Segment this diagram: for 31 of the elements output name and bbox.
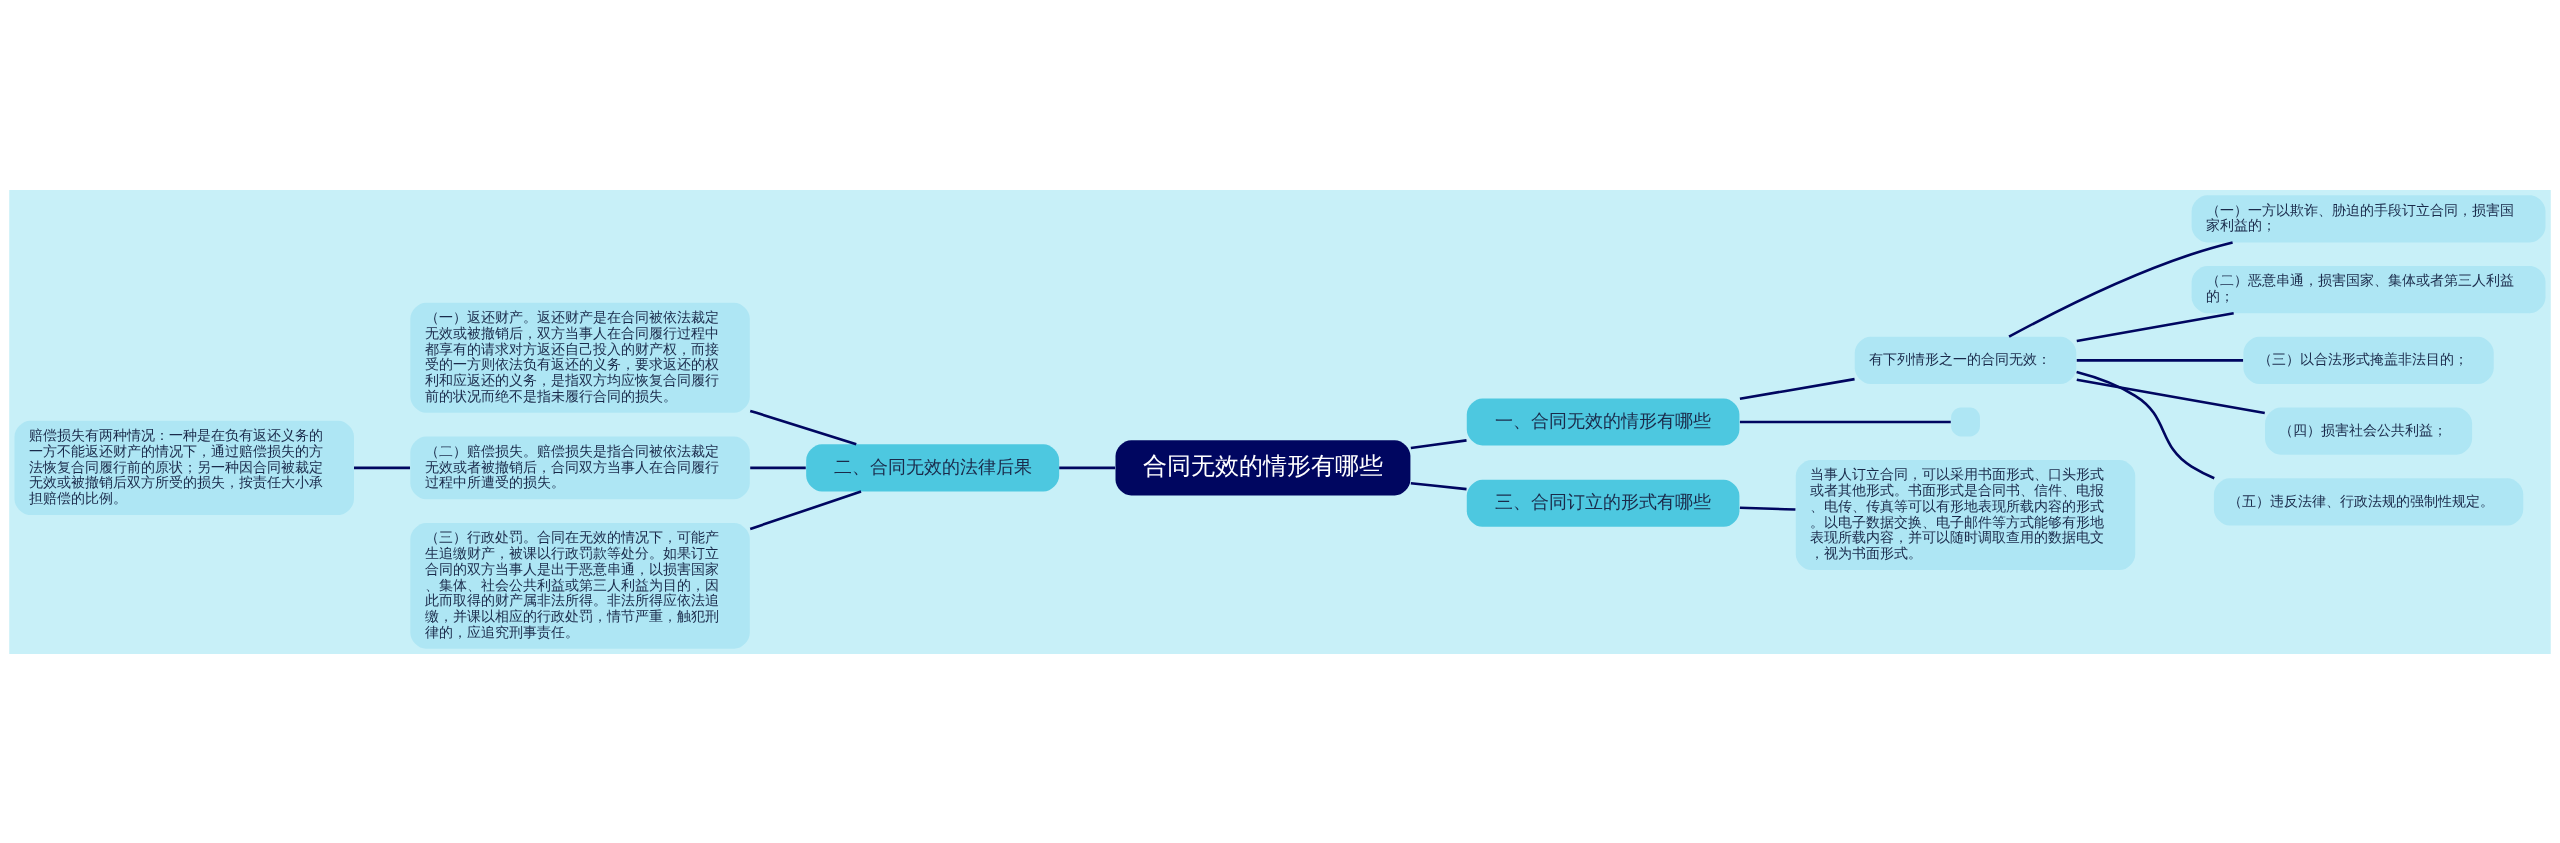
connector (1059, 466, 1116, 469)
connector (1739, 377, 1855, 400)
connector (1739, 505, 1796, 511)
node-box: 合同无效的情形有哪些 (1115, 439, 1411, 495)
node-box: 当事人订立合同，可以采用书面形式、口头形式或者其他形式。书面形式是合同书、信件、电报、电传、传真等可以有形地表现所载内容的形式。以电子数据交换、电子邮件等方式能够有形地表现所载内容，并可以随时调取查用的数据电文，视为书面形式。 (1795, 459, 2136, 570)
node-box: 一、合同无效的情形有哪些 (1466, 397, 1740, 446)
node-box: 有下列情形之一的合同无效： (1854, 336, 2077, 384)
node-box: （四）损害社会公共利益； (2265, 407, 2473, 455)
node-box: （三）以合法形式掩盖非法目的； (2243, 336, 2494, 384)
connector (2076, 311, 2234, 342)
connector (1739, 420, 1951, 423)
node-box: （三）行政处罚。合同在无效的情况下，可能产生追缴财产，被课以行政罚款等处分。如果订立合同的双方当事人是出于恶意串通，以损害国家、集体、社会公共利益或第三人利益为目的，因此而取得的财产属非法所得。非法所得应依法追缴，并课以相应的行政处罚，情节严重，触犯刑律的，应追究刑事责任。 (410, 522, 750, 649)
node-box: 赔偿损失有两种情况：一种是在负有返还义务的一方不能返还财产的情况下，通过赔偿损失的方法恢复合同履行前的原状；另一种因合同被裁定无效或被撤销后双方所受的损失，按责任大小承担赔偿的比例。 (14, 420, 354, 515)
node-box: （一）返还财产。返还财产是在合同被依法裁定无效或被撤销后，双方当事人在合同履行过程中都享有的请求对方返还自己投入的财产权，而接受的一方则依法负有返还的义务，要求返还的权利和应返还的义务，是指双方均应恢复合同履行前的状况而绝不是指未履行合同的损失。 (410, 302, 750, 413)
node-box: （二）赔偿损失。赔偿损失是指合同被依法裁定无效或者被撤销后，合同双方当事人在合同履行过程中所遭受的损失。 (410, 435, 750, 499)
connector (2076, 358, 2244, 362)
node-box: （一）一方以欺诈、胁迫的手段订立合同，损害国家利益的； (2191, 194, 2546, 242)
connector (1410, 481, 1467, 490)
connector (749, 409, 857, 445)
node-box (1951, 407, 1980, 436)
connector (2008, 240, 2233, 338)
node-box: 二、合同无效的法律后果 (806, 443, 1060, 491)
connector (2076, 378, 2265, 414)
connector (750, 466, 806, 469)
connector (2076, 370, 2215, 479)
node-box: （五）违反法律、行政法规的强制性规定。 (2213, 477, 2524, 526)
node-box: 三、合同订立的形式有哪些 (1466, 479, 1740, 527)
connector (749, 489, 862, 530)
node-box: （二）恶意串通，损害国家、集体或者第三人利益的； (2191, 265, 2546, 313)
connector (1410, 438, 1467, 449)
connector (354, 466, 410, 469)
